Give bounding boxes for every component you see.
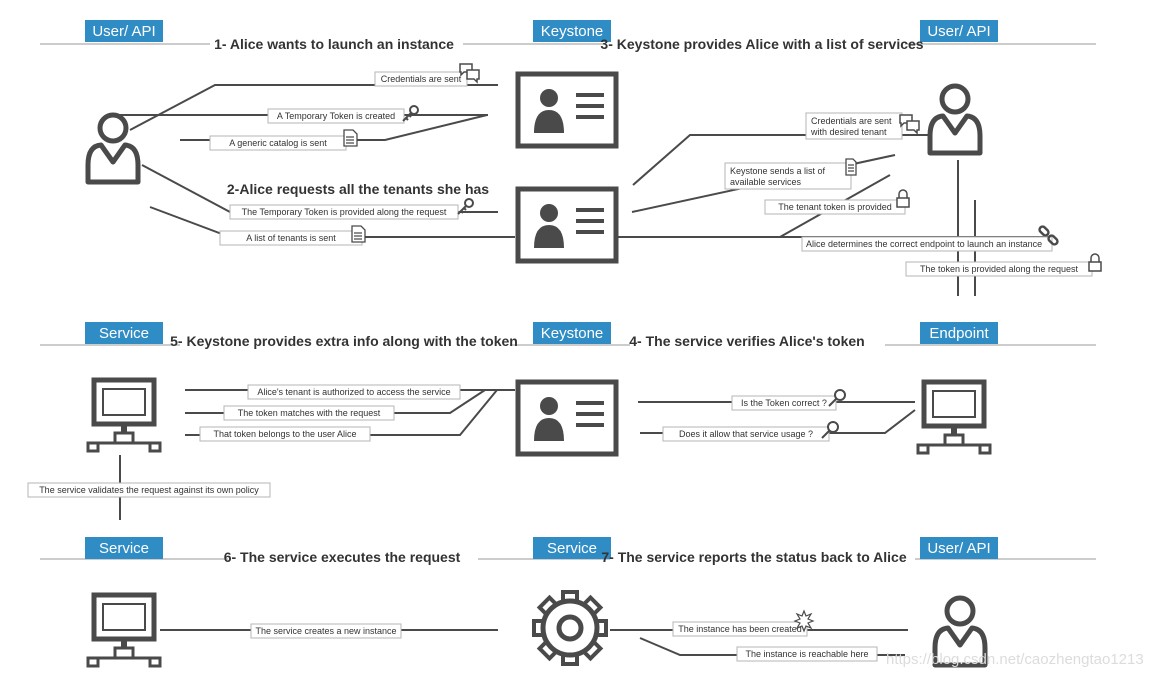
gear-icon [532, 590, 608, 666]
label-token-correct: Is the Token correct ? [731, 395, 837, 411]
svg-text:The service creates a new inst: The service creates a new instance [255, 626, 396, 636]
label-token-provided-request: The token is provided along the request [905, 261, 1093, 277]
svg-text:Service: Service [547, 540, 597, 557]
magnifier-icon [821, 421, 839, 439]
svg-text:The instance is reachable here: The instance is reachable here [745, 649, 868, 659]
speech-bubble-icon [459, 63, 480, 84]
key-icon [402, 105, 419, 122]
lock-icon [1088, 253, 1102, 272]
starburst-icon [793, 609, 815, 633]
lock-icon [896, 189, 910, 208]
label-alice-determines-endpoint: Alice determines the correct endpoint to… [801, 236, 1053, 252]
key-icon [457, 198, 474, 215]
svg-text:Service: Service [99, 540, 149, 557]
tab-service-6: Service [85, 537, 163, 559]
step-2-title: 2-Alice requests all the tenants she has [227, 181, 489, 197]
step-6-title: 6- The service executes the request [224, 549, 461, 565]
step-1-title: 1- Alice wants to launch an instance [214, 36, 454, 52]
computer-icon-service-6 [86, 592, 162, 668]
svg-text:User/ API: User/ API [927, 23, 990, 40]
label-generic-catalog-sent: A generic catalog is sent [209, 135, 347, 151]
user-icon-left [85, 112, 141, 185]
label-token-matches: The token matches with the request [223, 405, 395, 421]
label-tenant-authorized: Alice's tenant is authorized to access t… [247, 384, 461, 400]
svg-text:Credentials are sent: Credentials are sent [381, 74, 462, 84]
keystone-card-1 [515, 71, 619, 149]
svg-text:The tenant token is provided: The tenant token is provided [778, 202, 892, 212]
label-keystone-sends-services: Keystone sends a list of available servi… [724, 162, 852, 190]
magnifier-icon [828, 389, 846, 407]
label-instance-reachable: The instance is reachable here [736, 646, 878, 662]
svg-text:Service: Service [99, 325, 149, 342]
step-4-title: 4- The service verifies Alice's token [629, 333, 864, 349]
speech-bubble-icon [899, 114, 920, 135]
header-rules [40, 43, 1096, 560]
svg-text:Keystone sends a list of: Keystone sends a list of [730, 166, 826, 176]
tab-keystone-4: Keystone [533, 322, 611, 344]
tab-user-api-1: User/ API [85, 20, 163, 42]
label-token-belongs-alice: That token belongs to the user Alice [199, 426, 371, 442]
svg-text:Endpoint: Endpoint [929, 325, 989, 342]
user-icon-right [927, 83, 983, 156]
step-7-title: 7- The service reports the status back t… [601, 549, 906, 565]
svg-text:User/ API: User/ API [927, 540, 990, 557]
label-temporary-token-provided: The Temporary Token is provided along th… [229, 204, 459, 220]
step-5-title: 5- Keystone provides extra info along wi… [170, 333, 518, 349]
keystone-card-4 [515, 379, 619, 457]
svg-text:Credentials are sent: Credentials are sent [811, 116, 892, 126]
label-instance-created: The instance has been created [672, 621, 808, 637]
document-icon [845, 158, 857, 176]
svg-text:Alice's tenant is authorized t: Alice's tenant is authorized to access t… [257, 387, 450, 397]
computer-icon-service-5 [86, 377, 162, 453]
svg-text:The token is provided along th: The token is provided along the request [920, 264, 1079, 274]
step-3-title: 3- Keystone provides Alice with a list o… [600, 36, 923, 52]
svg-text:That token belongs to the user: That token belongs to the user Alice [213, 429, 356, 439]
watermark-url: https://blog.csdn.net/caozhengtao1213 [886, 651, 1144, 668]
svg-text:A Temporary Token is created: A Temporary Token is created [277, 111, 395, 121]
tab-user-api-3: User/ API [920, 20, 998, 42]
label-allow-service-usage: Does it allow that service usage ? [662, 426, 830, 442]
computer-icon-endpoint-4 [916, 379, 992, 455]
document-icon [343, 129, 358, 147]
keystone-card-2 [515, 186, 619, 264]
label-temporary-token-created: A Temporary Token is created [267, 108, 405, 124]
user-icon-bottom-right [932, 595, 988, 668]
tab-service-5: Service [85, 322, 163, 344]
label-credentials-sent: Credentials are sent [374, 71, 468, 87]
tab-service-7: Service [533, 537, 611, 559]
svg-text:The instance has been created: The instance has been created [678, 624, 802, 634]
svg-text:The Temporary Token is provide: The Temporary Token is provided along th… [242, 207, 447, 217]
tab-keystone-1: Keystone [533, 20, 611, 42]
svg-text:with desired tenant: with desired tenant [810, 127, 887, 137]
label-credentials-desired-tenant: Credentials are sent with desired tenant [805, 112, 903, 140]
svg-text:Alice determines the correct e: Alice determines the correct endpoint to… [806, 239, 1042, 249]
svg-text:Keystone: Keystone [541, 325, 604, 342]
svg-text:The token matches with the req: The token matches with the request [238, 408, 381, 418]
label-service-validates-policy: The service validates the request agains… [27, 482, 271, 498]
tab-user-api-7: User/ API [920, 537, 998, 559]
label-tenants-list-sent: A list of tenants is sent [219, 230, 363, 246]
connection-wires [118, 84, 1048, 656]
document-icon [351, 225, 366, 243]
chain-link-icon [1038, 225, 1059, 246]
svg-text:Keystone: Keystone [541, 23, 604, 40]
svg-text:available services: available services [730, 177, 802, 187]
svg-text:Is the Token correct ?: Is the Token correct ? [741, 398, 827, 408]
svg-text:User/ API: User/ API [92, 23, 155, 40]
svg-text:The service validates the requ: The service validates the request agains… [39, 485, 259, 495]
label-service-creates-instance: The service creates a new instance [250, 623, 402, 639]
tab-endpoint-4: Endpoint [920, 322, 998, 344]
svg-text:Does it allow that service usa: Does it allow that service usage ? [679, 429, 813, 439]
label-tenant-token-provided: The tenant token is provided [764, 199, 906, 215]
svg-text:A list of tenants is sent: A list of tenants is sent [246, 233, 336, 243]
svg-text:A generic catalog is sent: A generic catalog is sent [229, 138, 327, 148]
